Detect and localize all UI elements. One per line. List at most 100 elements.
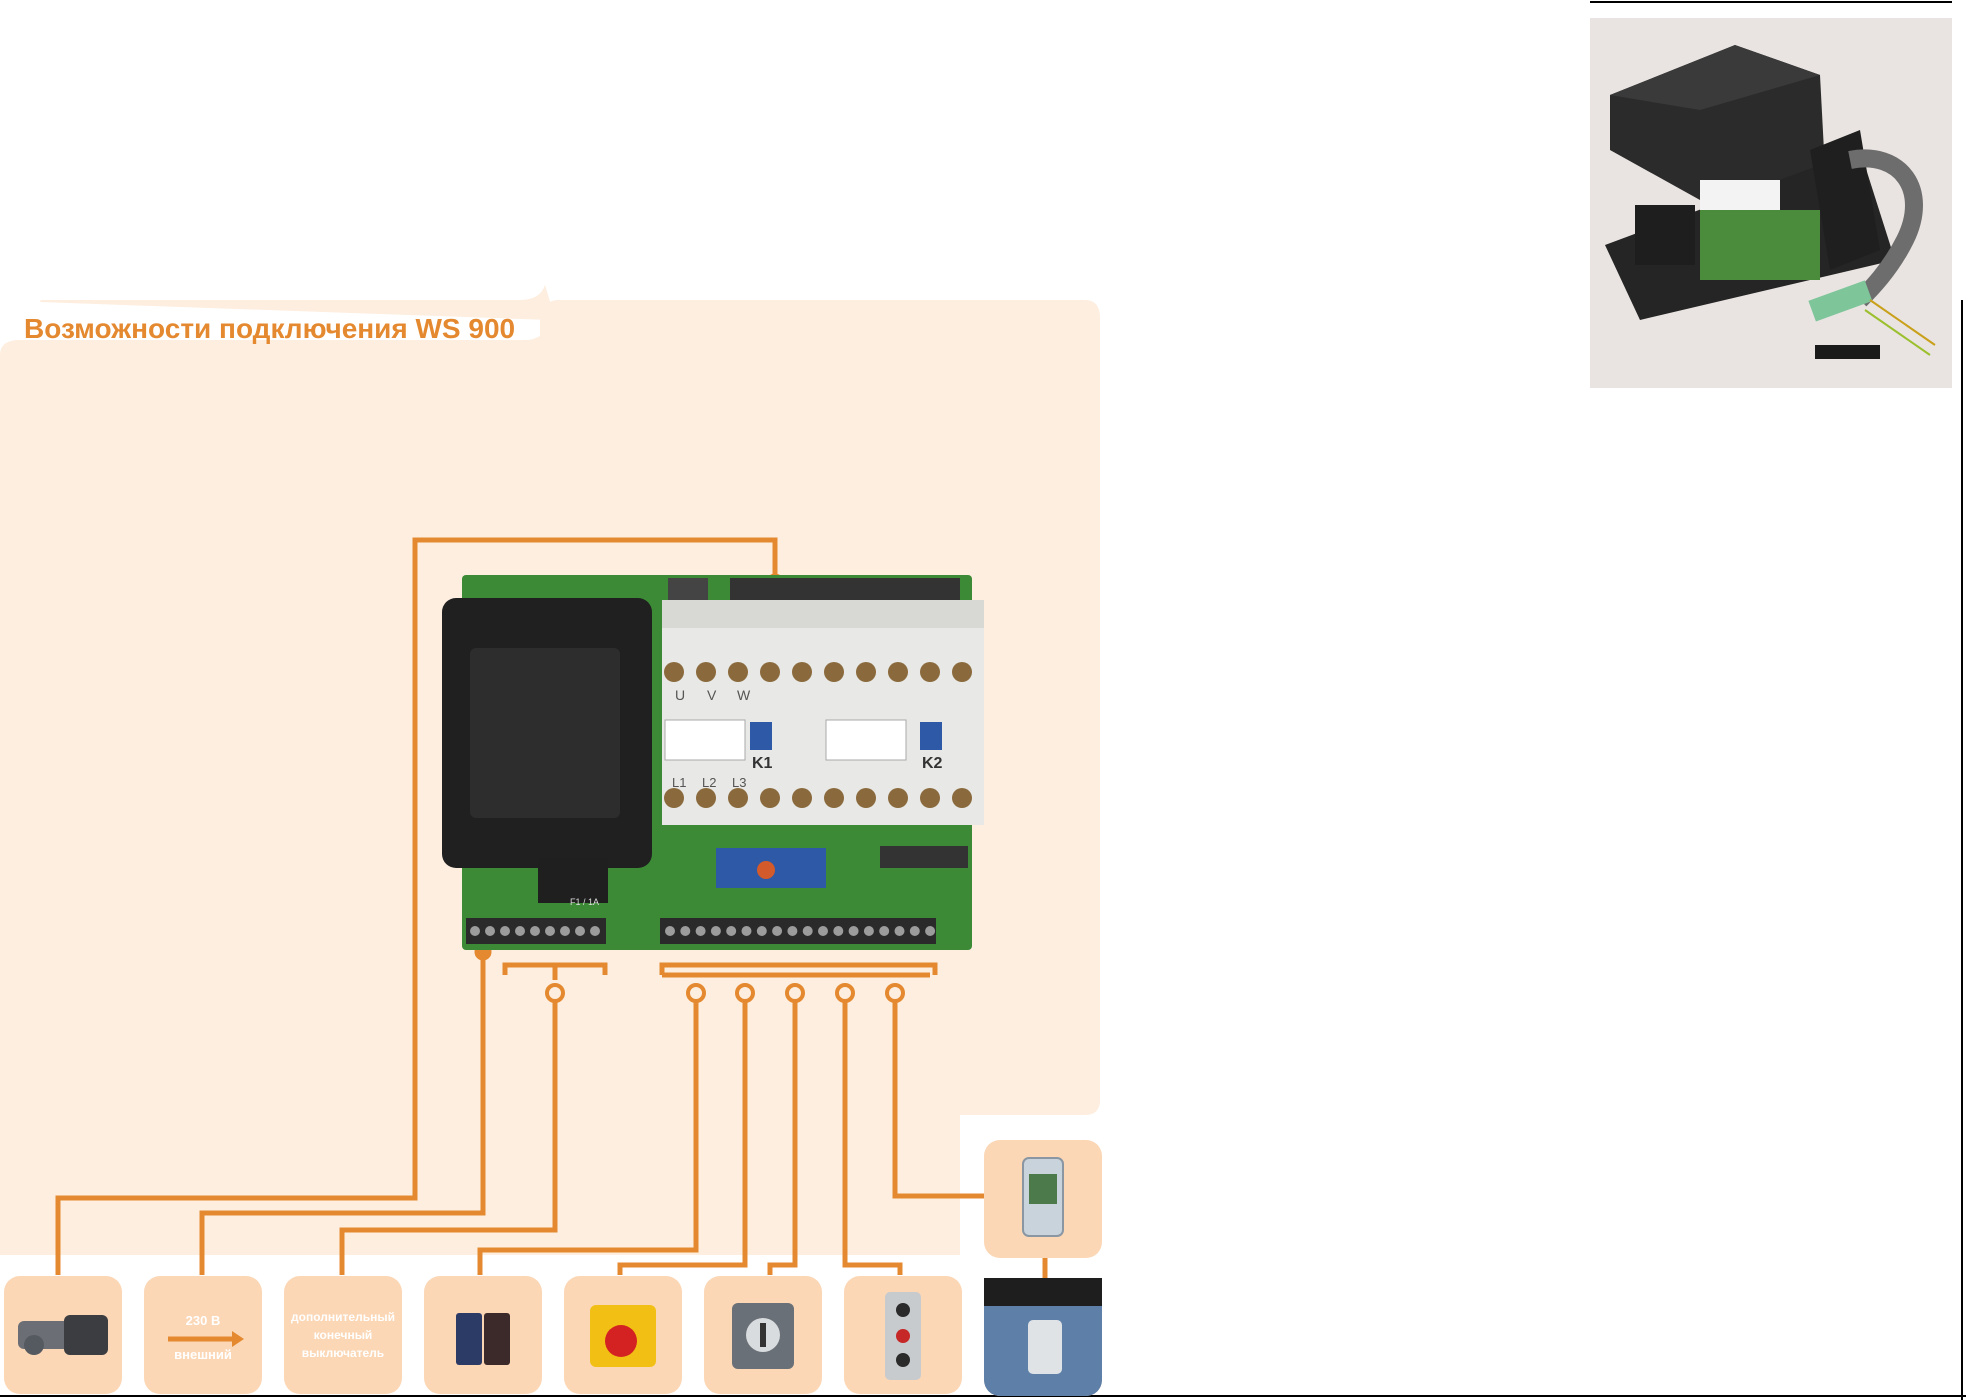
tile-label: выключатель — [302, 1346, 384, 1360]
contactor-screws-top — [664, 662, 972, 682]
terminal-screw — [792, 662, 812, 682]
relay-blue-3 — [786, 848, 826, 888]
wire — [617, 1000, 748, 1275]
device-tile-motor — [4, 1276, 122, 1394]
contactor-label-k1: K1 — [752, 755, 773, 772]
emergency-stop-icon — [590, 1305, 656, 1367]
push-button-station-icon — [885, 1292, 921, 1380]
terminal-screw — [728, 662, 748, 682]
terminal-screw — [664, 788, 684, 808]
fuse-holder — [538, 858, 608, 903]
terminal-hole — [818, 926, 828, 936]
terminal-screw — [856, 662, 876, 682]
terminal-hole — [726, 926, 737, 936]
terminal-screw — [888, 662, 908, 682]
terminal-hole — [485, 926, 495, 936]
terminal-screw — [728, 788, 748, 808]
terminal-screw — [760, 662, 780, 682]
wire — [339, 1000, 558, 1275]
terminal-screw — [952, 662, 972, 682]
diagram-title: Возможности подключения WS 900 — [24, 313, 515, 344]
terminal-screw — [664, 662, 684, 682]
bracket-left — [502, 962, 608, 980]
contactor-k1-window — [664, 719, 746, 761]
terminal-hole — [909, 926, 920, 936]
terminal-hole — [590, 926, 600, 936]
terminal-block — [660, 918, 936, 944]
led-indicator — [757, 861, 775, 879]
hand-remote-icon — [984, 1278, 1102, 1396]
terminal-hole — [665, 926, 675, 936]
wire — [199, 952, 486, 1275]
terminal-hole — [560, 926, 570, 936]
contactor-top — [662, 600, 984, 628]
terminal-label-l3: L3 — [732, 775, 746, 790]
connection-node — [885, 983, 905, 1003]
connection-node — [835, 983, 855, 1003]
terminal-screw — [760, 788, 780, 808]
tile-background — [424, 1276, 542, 1394]
terminal-hole — [500, 926, 510, 936]
terminal-strip-left — [466, 918, 606, 944]
terminal-hole — [863, 926, 874, 936]
terminal-screw — [920, 788, 940, 808]
device-tile-receiver — [984, 1140, 1102, 1258]
terminal-hole — [925, 926, 936, 936]
terminal-strip-right — [660, 918, 936, 944]
terminal-screw — [792, 788, 812, 808]
wire — [477, 1000, 699, 1275]
contactor-k1-button — [750, 722, 772, 750]
device-tile-emergency-stop — [564, 1276, 682, 1394]
connector-x3 — [880, 846, 968, 868]
contactor-block — [662, 600, 984, 825]
terminal-hole — [545, 926, 555, 936]
tile-background — [144, 1276, 262, 1394]
terminal-hole — [575, 926, 585, 936]
connection-node — [735, 983, 755, 1003]
contactor-k2-button — [920, 722, 942, 750]
tile-label: 230 В — [186, 1313, 221, 1328]
wire — [892, 1000, 985, 1199]
terminal-screw — [856, 788, 876, 808]
terminal-hole — [787, 926, 798, 936]
terminal-label-l2: L2 — [702, 775, 716, 790]
terminal-hole — [772, 926, 783, 936]
key-switch-icon — [732, 1303, 794, 1369]
terminal-label-v: V — [707, 687, 717, 703]
terminal-hole — [680, 926, 691, 936]
terminal-hole — [848, 926, 859, 936]
terminal-hole — [894, 926, 905, 936]
terminal-screw — [696, 788, 716, 808]
connection-node — [785, 983, 805, 1003]
fuse-label: F1 / 1A — [570, 897, 599, 907]
device-tile-power: 230 В внешний — [144, 1276, 262, 1394]
connection-node — [686, 983, 706, 1003]
terminal-hole — [710, 926, 721, 936]
connector-top-left — [668, 578, 708, 600]
wire — [55, 537, 778, 1275]
terminal-screw — [920, 662, 940, 682]
device-tile-limit: дополнительный конечный выключатель — [284, 1276, 402, 1394]
tile-background — [284, 1276, 402, 1394]
photocell-icon — [456, 1313, 510, 1365]
terminal-screw — [824, 788, 844, 808]
radio-receiver-icon — [1022, 1157, 1064, 1237]
tile-label: конечный — [314, 1328, 373, 1342]
terminal-hole — [470, 926, 480, 936]
device-tile-push-button — [844, 1276, 962, 1394]
terminal-hole — [695, 926, 706, 936]
transformer-core — [470, 648, 620, 818]
device-tile-remote — [984, 1278, 1102, 1396]
terminal-label-l1: L1 — [672, 775, 686, 790]
terminal-hole — [756, 926, 767, 936]
terminal-screw — [696, 662, 716, 682]
tile-label: дополнительный — [291, 1310, 395, 1324]
wiring — [55, 537, 1048, 1280]
terminal-hole — [741, 926, 752, 936]
terminal-hole — [879, 926, 890, 936]
wire — [767, 1000, 798, 1275]
tile-label: внешний — [174, 1347, 232, 1362]
bracket-right — [659, 962, 938, 978]
connector-top — [730, 578, 960, 600]
